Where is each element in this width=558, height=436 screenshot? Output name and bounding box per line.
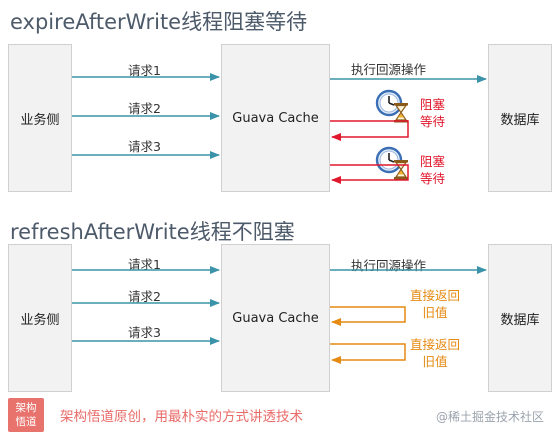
footer-slogan: 架构悟道原创，用最朴实的方式讲透技术 [60,409,303,425]
diagram2-request-2-label: 请求2 [128,289,161,304]
diagram2-db-label: 数据库 [500,312,540,328]
diagram2-request-1-label: 请求1 [128,257,161,272]
diagram1-request-2-label: 请求2 [128,101,161,116]
diagram2-client-box: 业务侧 [8,244,72,392]
diagram1-title: expireAfterWrite线程阻塞等待 [10,10,308,34]
diagram1-cache-label: Guava Cache [232,110,319,126]
diagram1-db-box: 数据库 [488,44,552,192]
diagram1-blocked-arrow-2 [330,164,409,184]
diagram2-cache-box: Guava Cache [221,244,330,392]
diagram2-request-3-label: 请求3 [128,325,161,340]
diagram2-return-note-2: 直接返回 旧值 [410,337,461,369]
diagram1-cache-box: Guava Cache [221,44,330,192]
diagram2-return-arrow-1 [330,306,406,326]
diagram1-blocked-note-2: 阻塞 等待 [420,154,446,186]
diagram1-blocked-arrow-1 [330,120,409,141]
clock-hourglass-icon [375,89,408,123]
diagram1-client-label: 业务侧 [20,112,60,128]
watermark: @稀土掘金技术社区 [436,410,545,424]
diagram2-cache-label: Guava Cache [232,310,319,326]
diagram2-return-arrow-2 [330,343,406,364]
diagram2-db-box: 数据库 [488,244,552,392]
diagram2-return-note-1: 直接返回 旧值 [410,288,461,320]
diagram1-request-1-label: 请求1 [128,63,161,78]
diagram1-db-action-label: 执行回源操作 [351,62,427,77]
diagram1-client-box: 业务侧 [8,44,72,192]
brand-logo: 架构 悟道 [8,398,44,432]
diagram2-title: refreshAfterWrite线程不阻塞 [10,220,295,244]
diagram2-client-label: 业务侧 [20,312,60,328]
diagram1-blocked-note-1: 阻塞 等待 [420,97,446,129]
diagram1-db-label: 数据库 [500,112,540,128]
diagram1-request-3-label: 请求3 [128,139,161,154]
